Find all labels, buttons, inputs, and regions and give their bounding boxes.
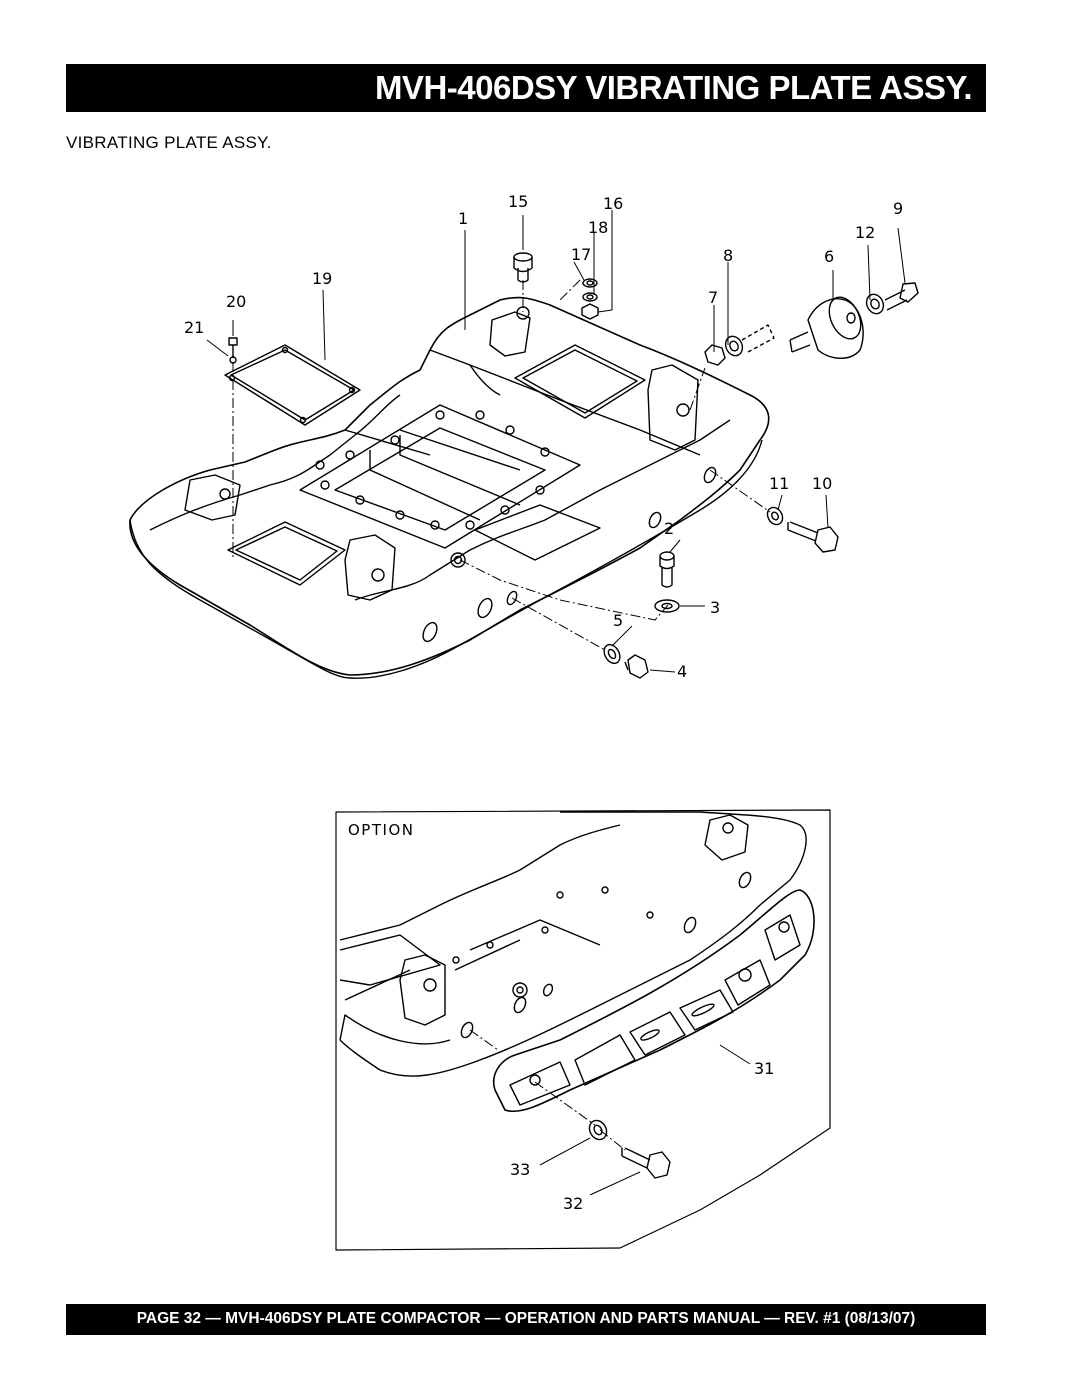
callout-4: 4 <box>677 662 687 681</box>
callout-2: 2 <box>664 519 674 538</box>
callout-16: 16 <box>603 194 623 213</box>
side-plug <box>603 643 649 679</box>
callout-31: 31 <box>754 1059 774 1078</box>
callout-12: 12 <box>855 223 875 242</box>
callout-8: 8 <box>723 246 733 265</box>
callout-7: 7 <box>708 288 718 307</box>
page-title-bar: MVH-406DSY VIBRATING PLATE ASSY. <box>66 64 986 112</box>
callout-10: 10 <box>812 474 832 493</box>
main-callouts: 1 2 3 4 5 6 7 8 9 10 11 12 15 16 17 18 1… <box>184 192 903 681</box>
drain-plug <box>654 551 680 613</box>
leader-lines <box>206 210 906 673</box>
callout-19: 19 <box>312 269 332 288</box>
side-bolt <box>766 506 839 553</box>
callout-33: 33 <box>510 1160 530 1179</box>
option-panel <box>335 809 831 1251</box>
callout-21: 21 <box>184 318 204 337</box>
side-rail <box>493 889 815 1113</box>
callout-32: 32 <box>563 1194 583 1213</box>
centerlines <box>232 279 771 651</box>
option-bolt <box>588 1119 671 1179</box>
callout-5: 5 <box>613 611 623 630</box>
callout-20: 20 <box>226 292 246 311</box>
vibration-mount-assembly <box>704 282 919 366</box>
section-heading: VIBRATING PLATE ASSY. <box>66 133 272 152</box>
callout-3: 3 <box>710 598 720 617</box>
callout-11: 11 <box>769 474 789 493</box>
vibrating-plate-body <box>129 296 770 679</box>
callout-18: 18 <box>588 218 608 237</box>
callout-17: 17 <box>571 245 591 264</box>
option-callouts: OPTION 31 32 33 <box>348 821 774 1213</box>
inspection-cover <box>224 344 361 426</box>
callout-9: 9 <box>893 199 903 218</box>
option-label: OPTION <box>348 821 414 839</box>
callout-6: 6 <box>824 247 834 266</box>
callout-1: 1 <box>458 209 468 228</box>
small-screw <box>228 337 238 364</box>
option-plate-body <box>339 811 807 1077</box>
callout-15: 15 <box>508 192 528 211</box>
page-footer-bar: PAGE 32 — MVH-406DSY PLATE COMPACTOR — O… <box>66 1304 986 1335</box>
option-leader-lines <box>539 1044 751 1196</box>
page-footer: PAGE 32 — MVH-406DSY PLATE COMPACTOR — O… <box>136 1310 916 1327</box>
option-centerlines <box>469 1029 626 1151</box>
page-title: MVH-406DSY VIBRATING PLATE ASSY. <box>374 69 973 106</box>
